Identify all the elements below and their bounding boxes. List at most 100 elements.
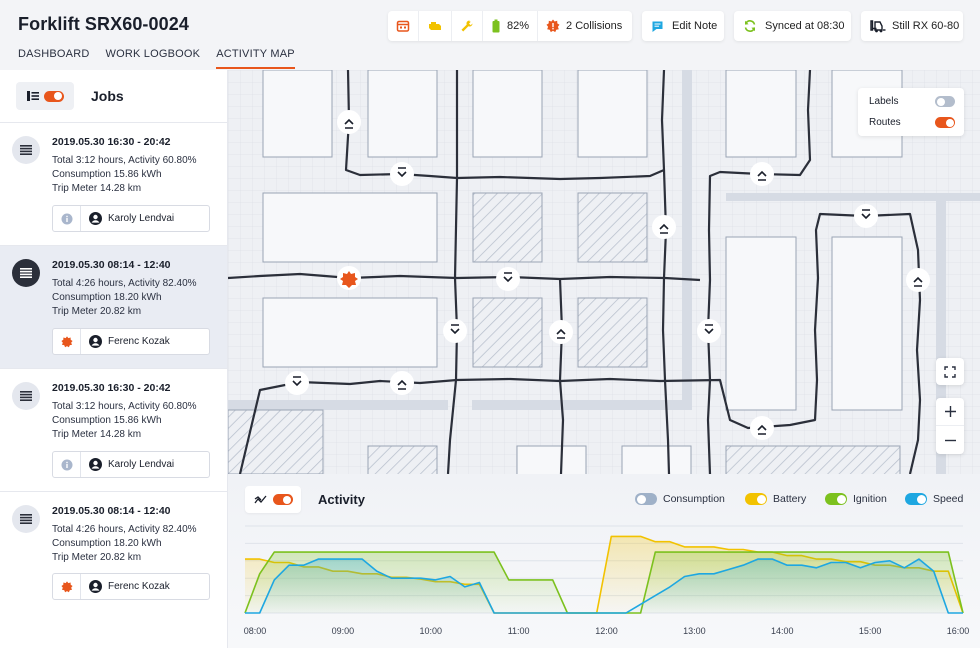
job-total: Total 3:12 hours, Activity 60.80% [52, 155, 197, 166]
job-item[interactable]: 2019.05.30 16:30 - 20:42 Total 3:12 hour… [0, 369, 227, 492]
collision-marker [340, 271, 358, 288]
job-item[interactable]: 2019.05.30 16:30 - 20:42 Total 3:12 hour… [0, 123, 227, 246]
job-operator-chip[interactable]: Karoly Lendvai [52, 205, 210, 232]
edit-note-button[interactable]: Edit Note [642, 11, 724, 41]
model-selector[interactable]: Still RX 60-80 [861, 11, 963, 41]
user-icon [89, 580, 102, 593]
job-trip-meter: Trip Meter 20.82 km [52, 306, 142, 317]
map-canvas [228, 70, 980, 474]
x-tick-label: 11:00 [508, 626, 530, 636]
activity-panel: Activity Consumption Battery Ignition Sp… [228, 474, 980, 648]
operator-name: Karoly Lendvai [108, 459, 175, 470]
synced-label: Synced at 08:30 [765, 20, 845, 32]
consumption-toggle[interactable] [635, 493, 657, 505]
ignition-toggle[interactable] [825, 493, 847, 505]
job-trip-meter: Trip Meter 14.28 km [52, 429, 142, 440]
info-status [53, 206, 81, 231]
collision-status [53, 329, 81, 354]
legend-battery-label: Battery [773, 493, 807, 505]
routes-toggle[interactable] [935, 117, 955, 128]
direction-arrows [292, 118, 923, 435]
job-consumption: Consumption 18.20 kWh [52, 538, 162, 549]
operator-name: Ferenc Kozak [108, 336, 170, 347]
job-item[interactable]: 2019.05.30 08:14 - 12:40 Total 4:26 hour… [0, 492, 227, 615]
info-icon [61, 459, 72, 470]
x-tick-label: 14:00 [771, 626, 794, 636]
job-operator-chip[interactable]: Ferenc Kozak [52, 573, 210, 600]
minus-icon [944, 439, 956, 441]
legend-ignition-label: Ignition [853, 493, 887, 505]
job-list-icon [12, 136, 40, 164]
x-tick-label: 16:00 [947, 626, 970, 636]
operator-name: Ferenc Kozak [108, 581, 170, 592]
x-tick-label: 13:00 [683, 626, 706, 636]
activity-panel-toggle[interactable] [245, 486, 301, 513]
job-total: Total 4:26 hours, Activity 82.40% [52, 278, 197, 289]
tab-activity-map[interactable]: ACTIVITY MAP [216, 48, 295, 69]
collisions-status[interactable]: 2 Collisions [538, 11, 630, 41]
layer-routes-label: Routes [869, 117, 901, 128]
battery-status[interactable]: 82% [483, 11, 539, 41]
labels-toggle[interactable] [935, 96, 955, 107]
info-status [53, 452, 81, 477]
restricted-areas [228, 192, 901, 474]
battery-toggle[interactable] [745, 493, 767, 505]
job-date: 2019.05.30 16:30 - 20:42 [52, 136, 171, 148]
activity-toggle-switch[interactable] [272, 494, 293, 505]
series-area-speed [245, 559, 963, 613]
job-date: 2019.05.30 16:30 - 20:42 [52, 382, 171, 394]
tab-dashboard[interactable]: DASHBOARD [18, 48, 90, 60]
info-icon [61, 213, 72, 224]
layer-routes[interactable]: Routes [869, 117, 955, 128]
aisle-bands [228, 70, 980, 474]
job-operator-chip[interactable]: Ferenc Kozak [52, 328, 210, 355]
activity-icon [253, 495, 266, 503]
job-date: 2019.05.30 08:14 - 12:40 [52, 505, 171, 517]
job-total: Total 4:26 hours, Activity 82.40% [52, 524, 197, 535]
layer-labels[interactable]: Labels [869, 96, 955, 107]
service-status[interactable] [452, 11, 483, 41]
job-consumption: Consumption 15.86 kWh [52, 169, 162, 180]
sync-icon [744, 20, 756, 32]
jobs-title: Jobs [91, 88, 124, 104]
jobs-header: Jobs [0, 70, 227, 123]
legend-battery[interactable]: Battery [745, 493, 806, 505]
user-icon [89, 335, 102, 348]
warehouse-map[interactable] [228, 70, 980, 474]
fullscreen-icon [944, 365, 956, 378]
speed-toggle[interactable] [905, 493, 927, 505]
legend-consumption-label: Consumption [663, 493, 725, 505]
app-header: Forklift SRX60-0024 DASHBOARD WORK LOGBO… [0, 0, 980, 70]
list-icon [26, 91, 39, 101]
x-tick-label: 15:00 [859, 626, 882, 636]
page-title: Forklift SRX60-0024 [18, 14, 189, 34]
zoom-in-button[interactable] [936, 398, 964, 426]
engine-status[interactable] [419, 11, 452, 41]
collisions-count: 2 Collisions [566, 20, 623, 32]
legend-consumption[interactable]: Consumption [635, 493, 725, 505]
job-list-icon [12, 505, 40, 533]
tab-work-logbook[interactable]: WORK LOGBOOK [105, 48, 201, 60]
zoom-out-button[interactable] [936, 426, 964, 454]
sync-status-button[interactable]: Synced at 08:30 [734, 11, 851, 41]
operator-name: Karoly Lendvai [108, 213, 175, 224]
job-operator-chip[interactable]: Karoly Lendvai [52, 451, 210, 478]
legend-ignition[interactable]: Ignition [825, 493, 887, 505]
jobs-sidebar: Jobs 2019.05.30 16:30 - 20:42 Total 3:12… [0, 70, 228, 648]
jobs-toggle-switch[interactable] [43, 90, 64, 102]
job-consumption: Consumption 18.20 kWh [52, 292, 162, 303]
layer-labels-label: Labels [869, 96, 899, 107]
job-list-icon [12, 382, 40, 410]
series-line-speed[interactable] [245, 558, 963, 614]
activity-title: Activity [318, 492, 365, 507]
job-list-icon [12, 259, 40, 287]
schedule-status[interactable] [388, 11, 419, 41]
user-icon [89, 458, 102, 471]
job-trip-meter: Trip Meter 14.28 km [52, 183, 142, 194]
route-markers [285, 110, 930, 440]
fullscreen-button[interactable] [936, 358, 964, 385]
racks [262, 70, 903, 474]
jobs-panel-toggle[interactable] [16, 82, 74, 110]
legend-speed[interactable]: Speed [905, 493, 963, 505]
